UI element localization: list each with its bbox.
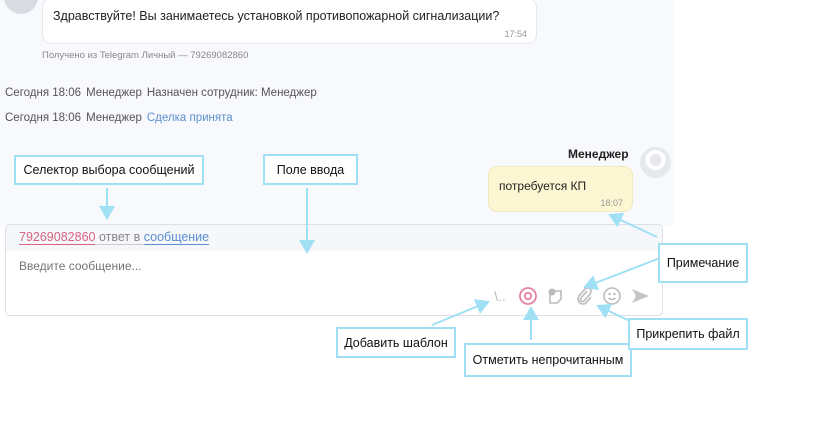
note-message: потребуется КП 18:07 <box>488 166 633 212</box>
reply-target[interactable]: сообщение <box>143 230 210 245</box>
annotation-input: Поле ввода <box>263 154 358 185</box>
annotation-unread: Отметить непрочитанным <box>464 343 632 377</box>
reply-label: ответ в <box>98 230 141 244</box>
event-date: Сегодня 18:06 <box>5 112 82 124</box>
system-event: Сегодня 18:06 Менеджер Сделка принята <box>5 112 238 124</box>
channel-phone[interactable]: 79269082860 <box>19 230 96 245</box>
message-source: Получено из Telegram Личный — 7926908286… <box>42 50 249 61</box>
system-event: Сегодня 18:06 Менеджер Назначен сотрудник:… <box>5 87 322 99</box>
message-input[interactable] <box>19 259 619 273</box>
note-author: Менеджер <box>568 147 629 161</box>
annotation-note: Примечание <box>658 243 748 283</box>
paperclip-icon[interactable] <box>574 286 594 306</box>
annotation-attach: Прикрепить файл <box>628 318 748 350</box>
note-time: 18:07 <box>600 198 623 208</box>
eye-icon[interactable] <box>518 286 538 306</box>
deal-accepted-link[interactable]: Сделка принята <box>146 112 233 124</box>
manager-avatar <box>640 147 671 178</box>
emoji-icon[interactable] <box>602 286 622 306</box>
note-text: потребуется КП <box>499 179 587 193</box>
send-icon[interactable] <box>630 286 650 306</box>
message-text: Здравствуйте! Вы занимаетесь установкой … <box>53 9 500 23</box>
message-time: 17:54 <box>504 29 527 39</box>
note-icon[interactable] <box>546 286 566 306</box>
event-date: Сегодня 18:06 <box>5 87 82 99</box>
annotation-selector: Селектор выбора сообщений <box>14 155 204 185</box>
incoming-message: Здравствуйте! Вы занимаетесь установкой … <box>42 0 537 44</box>
event-author: Менеджер <box>86 87 142 99</box>
event-author: Менеджер <box>86 112 142 124</box>
message-composer: 79269082860 ответ в сообщение \.. <box>5 224 663 316</box>
annotation-template: Добавить шаблон <box>336 327 456 358</box>
contact-avatar <box>4 0 38 14</box>
message-selector[interactable]: 79269082860 ответ в сообщение <box>6 225 662 251</box>
template-icon[interactable]: \.. <box>494 288 506 304</box>
event-text: Назначен сотрудник: Менеджер <box>146 87 317 99</box>
